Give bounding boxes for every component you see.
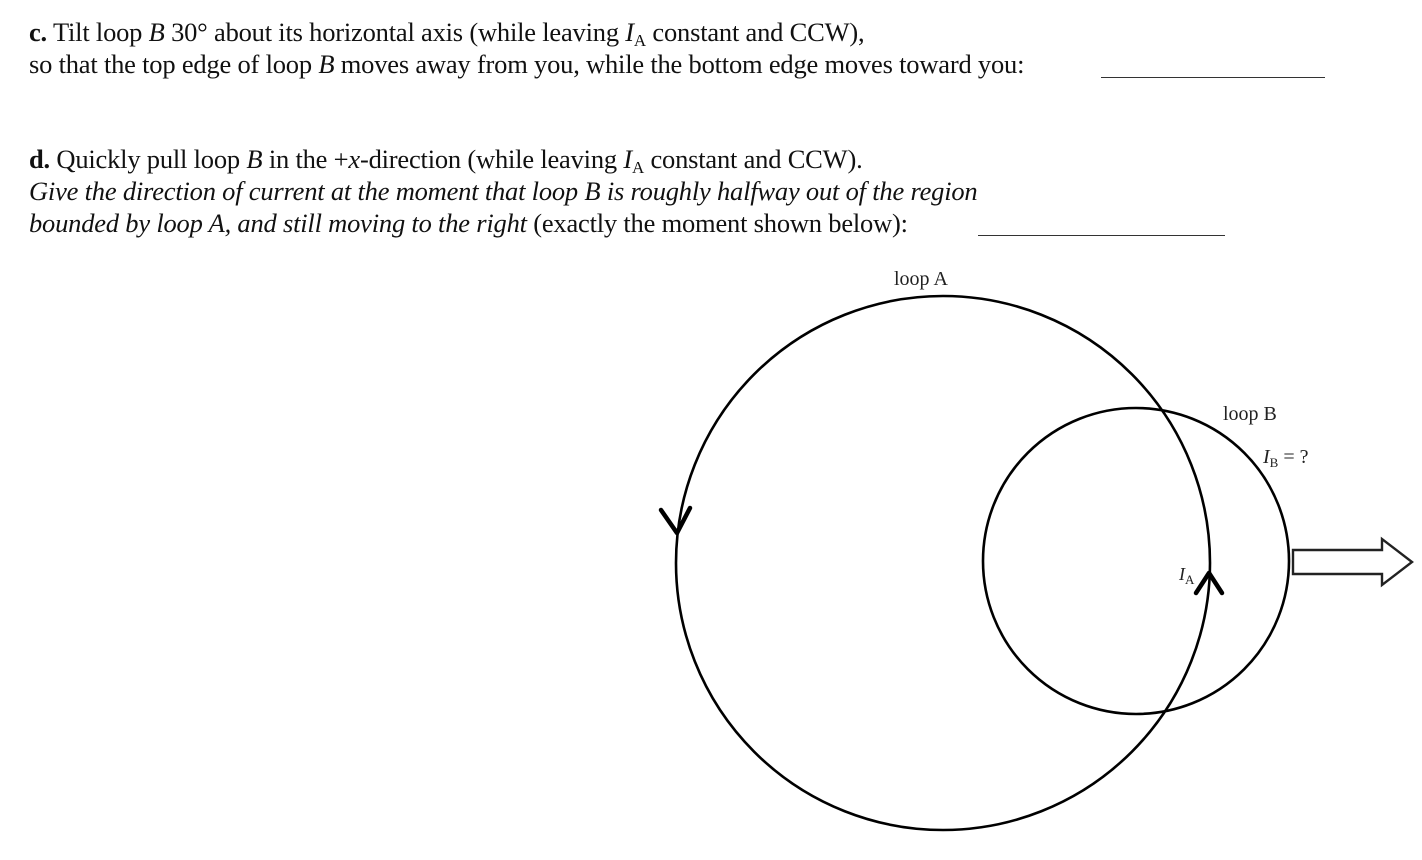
question-c-line-2: so that the top edge of loop B moves awa… <box>29 48 1024 80</box>
variable-i: I <box>1263 446 1270 468</box>
text: -direction (while leaving <box>359 144 624 174</box>
loop-a-current-label: IA <box>1179 563 1194 591</box>
variable-b: B <box>246 144 263 174</box>
loop-b-circle <box>981 406 1291 716</box>
subscript-b: B <box>1269 455 1279 470</box>
text: in the + <box>262 144 349 174</box>
question-d-line-1: d. Quickly pull loop B in the +x-directi… <box>29 143 863 184</box>
text: (exactly the moment shown below): <box>526 208 908 238</box>
loop-a-arrow-up-icon <box>1193 570 1225 596</box>
right-block-arrow-icon <box>1291 536 1414 588</box>
variable-b: B <box>318 49 335 79</box>
subscript-a: A <box>633 31 646 50</box>
loop-a-label: loop A <box>894 268 948 290</box>
question-c-label: c. <box>29 17 47 47</box>
text: constant and CCW). <box>644 144 863 174</box>
loop-b-current-label: IB = ? <box>1263 446 1309 474</box>
loop-a-arrow-down-icon <box>658 505 693 536</box>
subscript-a: A <box>1185 572 1195 587</box>
text: bounded by loop A, and still moving to t… <box>29 208 527 238</box>
text: constant and CCW), <box>646 17 865 47</box>
text: Tilt loop <box>47 17 149 47</box>
text: = ? <box>1278 446 1309 468</box>
question-d-label: d. <box>29 144 50 174</box>
variable-b: B <box>148 17 165 47</box>
loop-a-circle <box>674 294 1212 832</box>
text: 30° about its horizontal axis (while lea… <box>164 17 626 47</box>
variable-i: I <box>1179 564 1185 584</box>
question-d-line-3: bounded by loop A, and still moving to t… <box>29 207 908 239</box>
question-c-answer-blank[interactable] <box>1101 77 1325 78</box>
question-d-answer-blank[interactable] <box>978 235 1225 236</box>
text: so that the top edge of loop <box>29 49 319 79</box>
subscript-a: A <box>631 158 645 177</box>
text: Quickly pull loop <box>49 144 247 174</box>
text: moves away from you, while the bottom ed… <box>334 49 1025 79</box>
variable-i: I <box>625 17 634 47</box>
variable-x: x <box>348 144 360 174</box>
question-c-line-1: c. Tilt loop B 30° about its horizontal … <box>29 16 865 57</box>
loop-b-label: loop B <box>1223 403 1277 425</box>
variable-i: I <box>623 144 632 174</box>
question-d-line-2: Give the direction of current at the mom… <box>29 176 978 206</box>
